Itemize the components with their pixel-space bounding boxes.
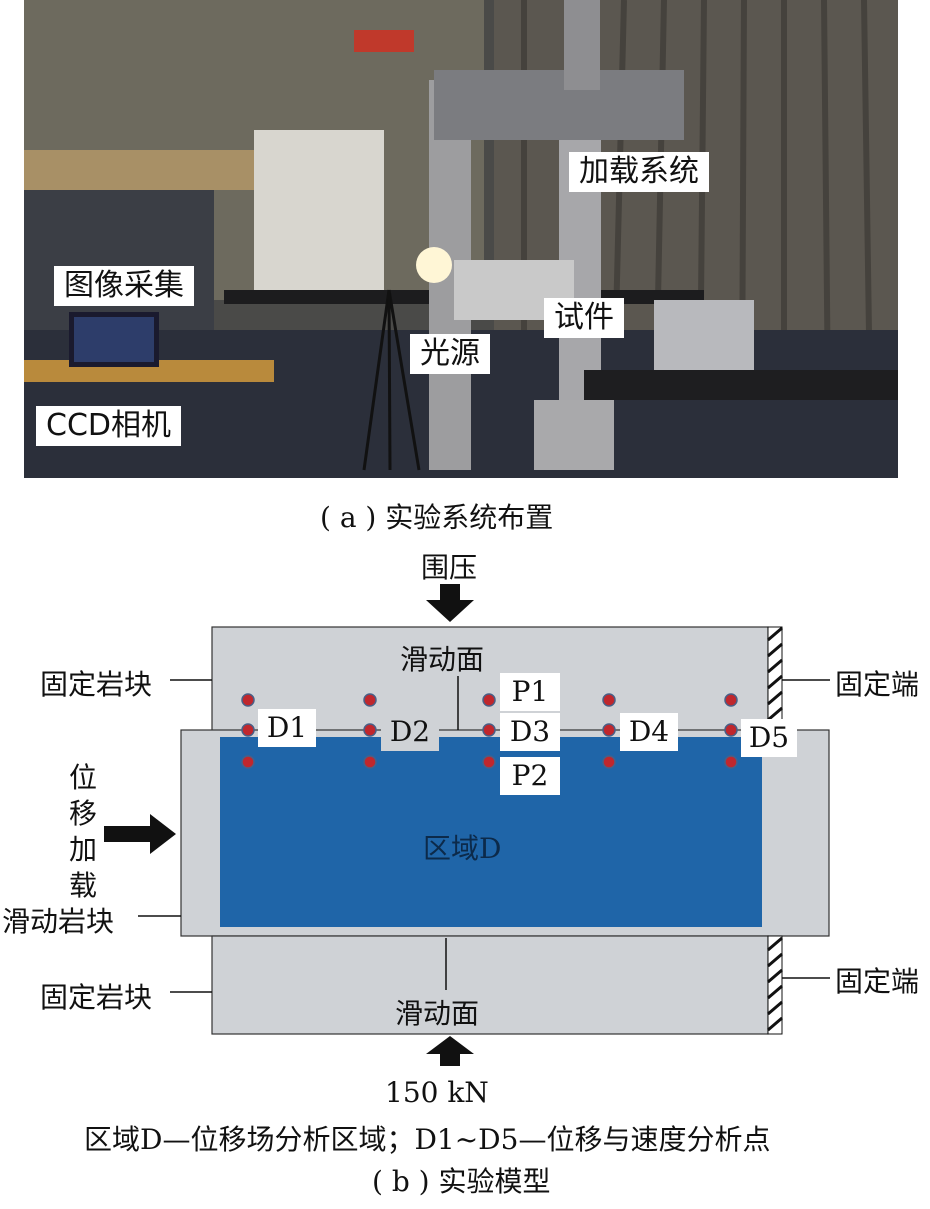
point-label-d2: D2 <box>381 713 439 751</box>
fixed-end-bottom-label: 固定端 <box>835 965 920 998</box>
confining-pressure-arrow <box>426 584 474 622</box>
fixed-end-bottom-hatch <box>767 935 783 1035</box>
sliding-surface-bottom-label: 滑动面 <box>395 997 480 1030</box>
point-label-d1: D1 <box>258 709 316 747</box>
fixed-block-bottom-shape <box>211 935 769 1035</box>
label-image-acquisition: 图像采集 <box>54 266 194 306</box>
sliding-surface-top-label: 滑动面 <box>400 643 485 676</box>
caption-a: ( a ) 实验系统布置 <box>320 501 554 534</box>
caption-b: ( b ) 实验模型 <box>372 1165 551 1198</box>
label-loading-system: 加载系统 <box>569 152 709 192</box>
label-ccd-camera: CCD相机 <box>36 406 181 446</box>
displacement-loading-char-1: 位 <box>68 761 97 794</box>
lab-scene-illustration <box>24 0 898 478</box>
point-label-p1: P1 <box>500 673 560 711</box>
point-label-d5: D5 <box>741 719 797 757</box>
displacement-loading-char-3: 加 <box>68 833 97 866</box>
label-specimen: 试件 <box>544 298 624 338</box>
fixed-end-top-label: 固定端 <box>835 668 920 701</box>
fixed-end-top-hatch <box>767 626 783 731</box>
point-label-p2: P2 <box>500 757 560 795</box>
measurement-dots <box>241 693 738 769</box>
load-label: 150 kN <box>385 1076 489 1109</box>
fixed-block-bottom-label: 固定岩块 <box>40 981 153 1014</box>
region-d-shape <box>220 737 762 927</box>
point-label-d3: D3 <box>500 713 560 751</box>
load-arrow <box>426 1036 474 1066</box>
displacement-loading-char-4: 载 <box>68 869 97 902</box>
displacement-loading-char-2: 移 <box>68 797 97 830</box>
displacement-loading-arrow <box>104 814 176 854</box>
sliding-block-label: 滑动岩块 <box>2 905 115 938</box>
fixed-block-top-label: 固定岩块 <box>40 668 153 701</box>
lab-photo: 加载系统 图像采集 试件 光源 CCD相机 <box>24 0 898 478</box>
confining-pressure-label: 围压 <box>421 551 478 584</box>
point-label-d4: D4 <box>620 713 678 751</box>
displacement-loading-label: 位 移 加 载 <box>68 760 98 904</box>
label-light-source: 光源 <box>410 334 490 374</box>
region-d-label: 区域D <box>423 832 502 865</box>
note-text: 区域D—位移场分析区域；D1~D5—位移与速度分析点 <box>84 1123 771 1156</box>
